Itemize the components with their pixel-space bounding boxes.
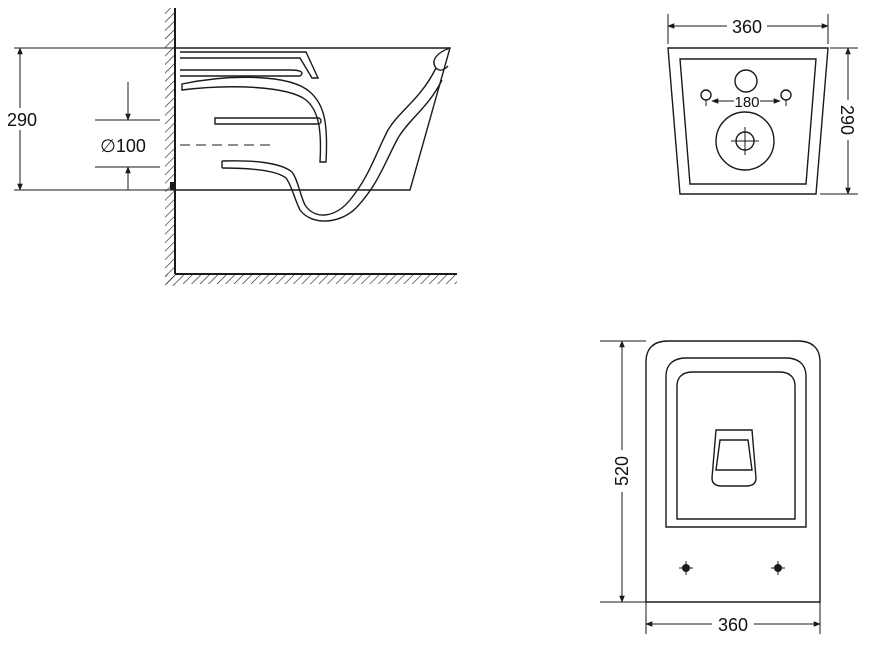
rear-width-label: 360: [732, 17, 762, 37]
pipe-diameter-label: ∅100: [100, 136, 146, 156]
wall-bracket: [170, 182, 176, 190]
side-view: 290 ∅100: [2, 8, 457, 286]
rear-height-label: 290: [837, 105, 857, 135]
rear-view: 180 360 290: [667, 14, 860, 195]
floor-hatching: [165, 274, 457, 284]
top-outer-outline: [645, 340, 821, 603]
flush-pipe: [214, 117, 322, 125]
rim-inner-curve: [181, 76, 328, 163]
top-view: 520 360: [600, 340, 821, 635]
fixing-hole-right: [780, 89, 792, 101]
rear-outer-outline: [667, 47, 829, 195]
bowl-trap-inner: [221, 79, 443, 222]
top-width-label: 360: [718, 615, 748, 635]
flush-channel-top: [180, 51, 320, 79]
hole-spacing-label: 180: [734, 94, 759, 111]
fixing-hole-left: [700, 89, 712, 101]
flush-channel-lower: [180, 69, 303, 77]
bowl-trap-outer: [221, 67, 437, 216]
side-height-label: 290: [7, 110, 37, 130]
drain-outer: [711, 429, 757, 487]
wall-hatching: [165, 8, 175, 286]
rear-inner-outline: [679, 58, 817, 185]
outlet-outer: [715, 111, 775, 171]
drain-inner: [715, 439, 753, 471]
seat-inner: [676, 371, 796, 520]
fixing-point-left: [679, 561, 693, 575]
inlet-hole: [734, 69, 758, 93]
seat-outer: [665, 357, 807, 528]
fixing-point-right: [771, 561, 785, 575]
top-length-label: 520: [612, 456, 632, 486]
